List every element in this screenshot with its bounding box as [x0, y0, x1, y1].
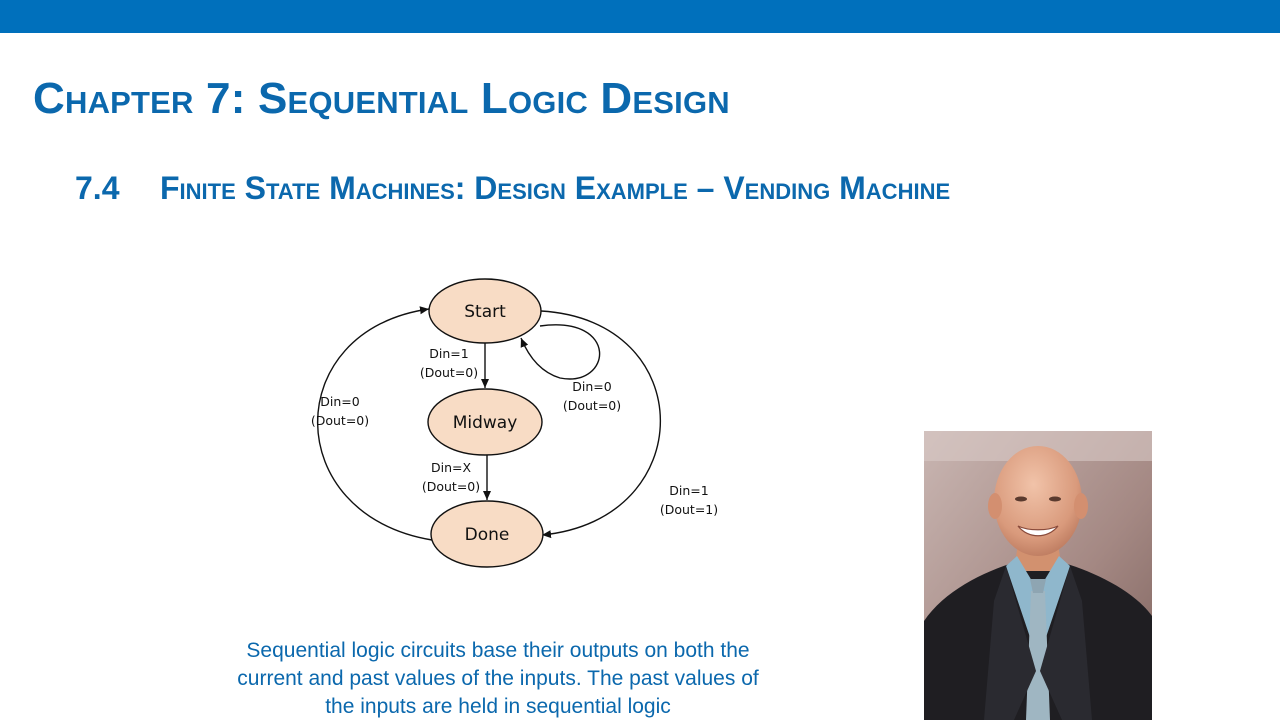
- label-done-to-start-output: (Dout=0): [311, 413, 369, 428]
- section-title: Finite State Machines: Design Example – …: [160, 170, 951, 206]
- label-midway-to-done-output: (Dout=0): [422, 479, 480, 494]
- state-midway: Midway: [427, 388, 543, 456]
- state-start: Start: [428, 278, 542, 344]
- edge-start-self-loop: [520, 324, 601, 380]
- top-bar: [0, 0, 1280, 33]
- chapter-title: Chapter 7: Sequential Logic Design: [33, 74, 730, 123]
- state-start-label: Start: [464, 302, 506, 322]
- label-start-to-midway-input: Din=1: [429, 346, 468, 361]
- label-start-to-done-input: Din=1: [669, 483, 708, 498]
- presenter-photo: [924, 431, 1152, 720]
- label-done-to-start-input: Din=0: [320, 394, 359, 409]
- label-midway-to-done-input: Din=X: [431, 460, 471, 475]
- caption-text: Sequential logic circuits base their out…: [237, 639, 759, 718]
- state-done-label: Done: [465, 525, 510, 545]
- section-number: 7.4: [75, 170, 120, 206]
- label-start-to-midway-output: (Dout=0): [420, 365, 478, 380]
- label-start-self-loop-output: (Dout=0): [563, 398, 621, 413]
- label-start-self-loop-input: Din=0: [572, 379, 611, 394]
- edge-done-to-start: [317, 306, 433, 541]
- state-midway-label: Midway: [453, 413, 518, 433]
- section-heading: 7.4 Finite State Machines: Design Example…: [75, 170, 950, 207]
- state-machine-diagram: Start Midway Done Din=1 (Dout=0) Din=0 (…: [311, 278, 718, 568]
- label-start-to-done-output: (Dout=1): [660, 502, 718, 517]
- state-done: Done: [430, 500, 544, 568]
- edge-start-to-done: [540, 310, 661, 539]
